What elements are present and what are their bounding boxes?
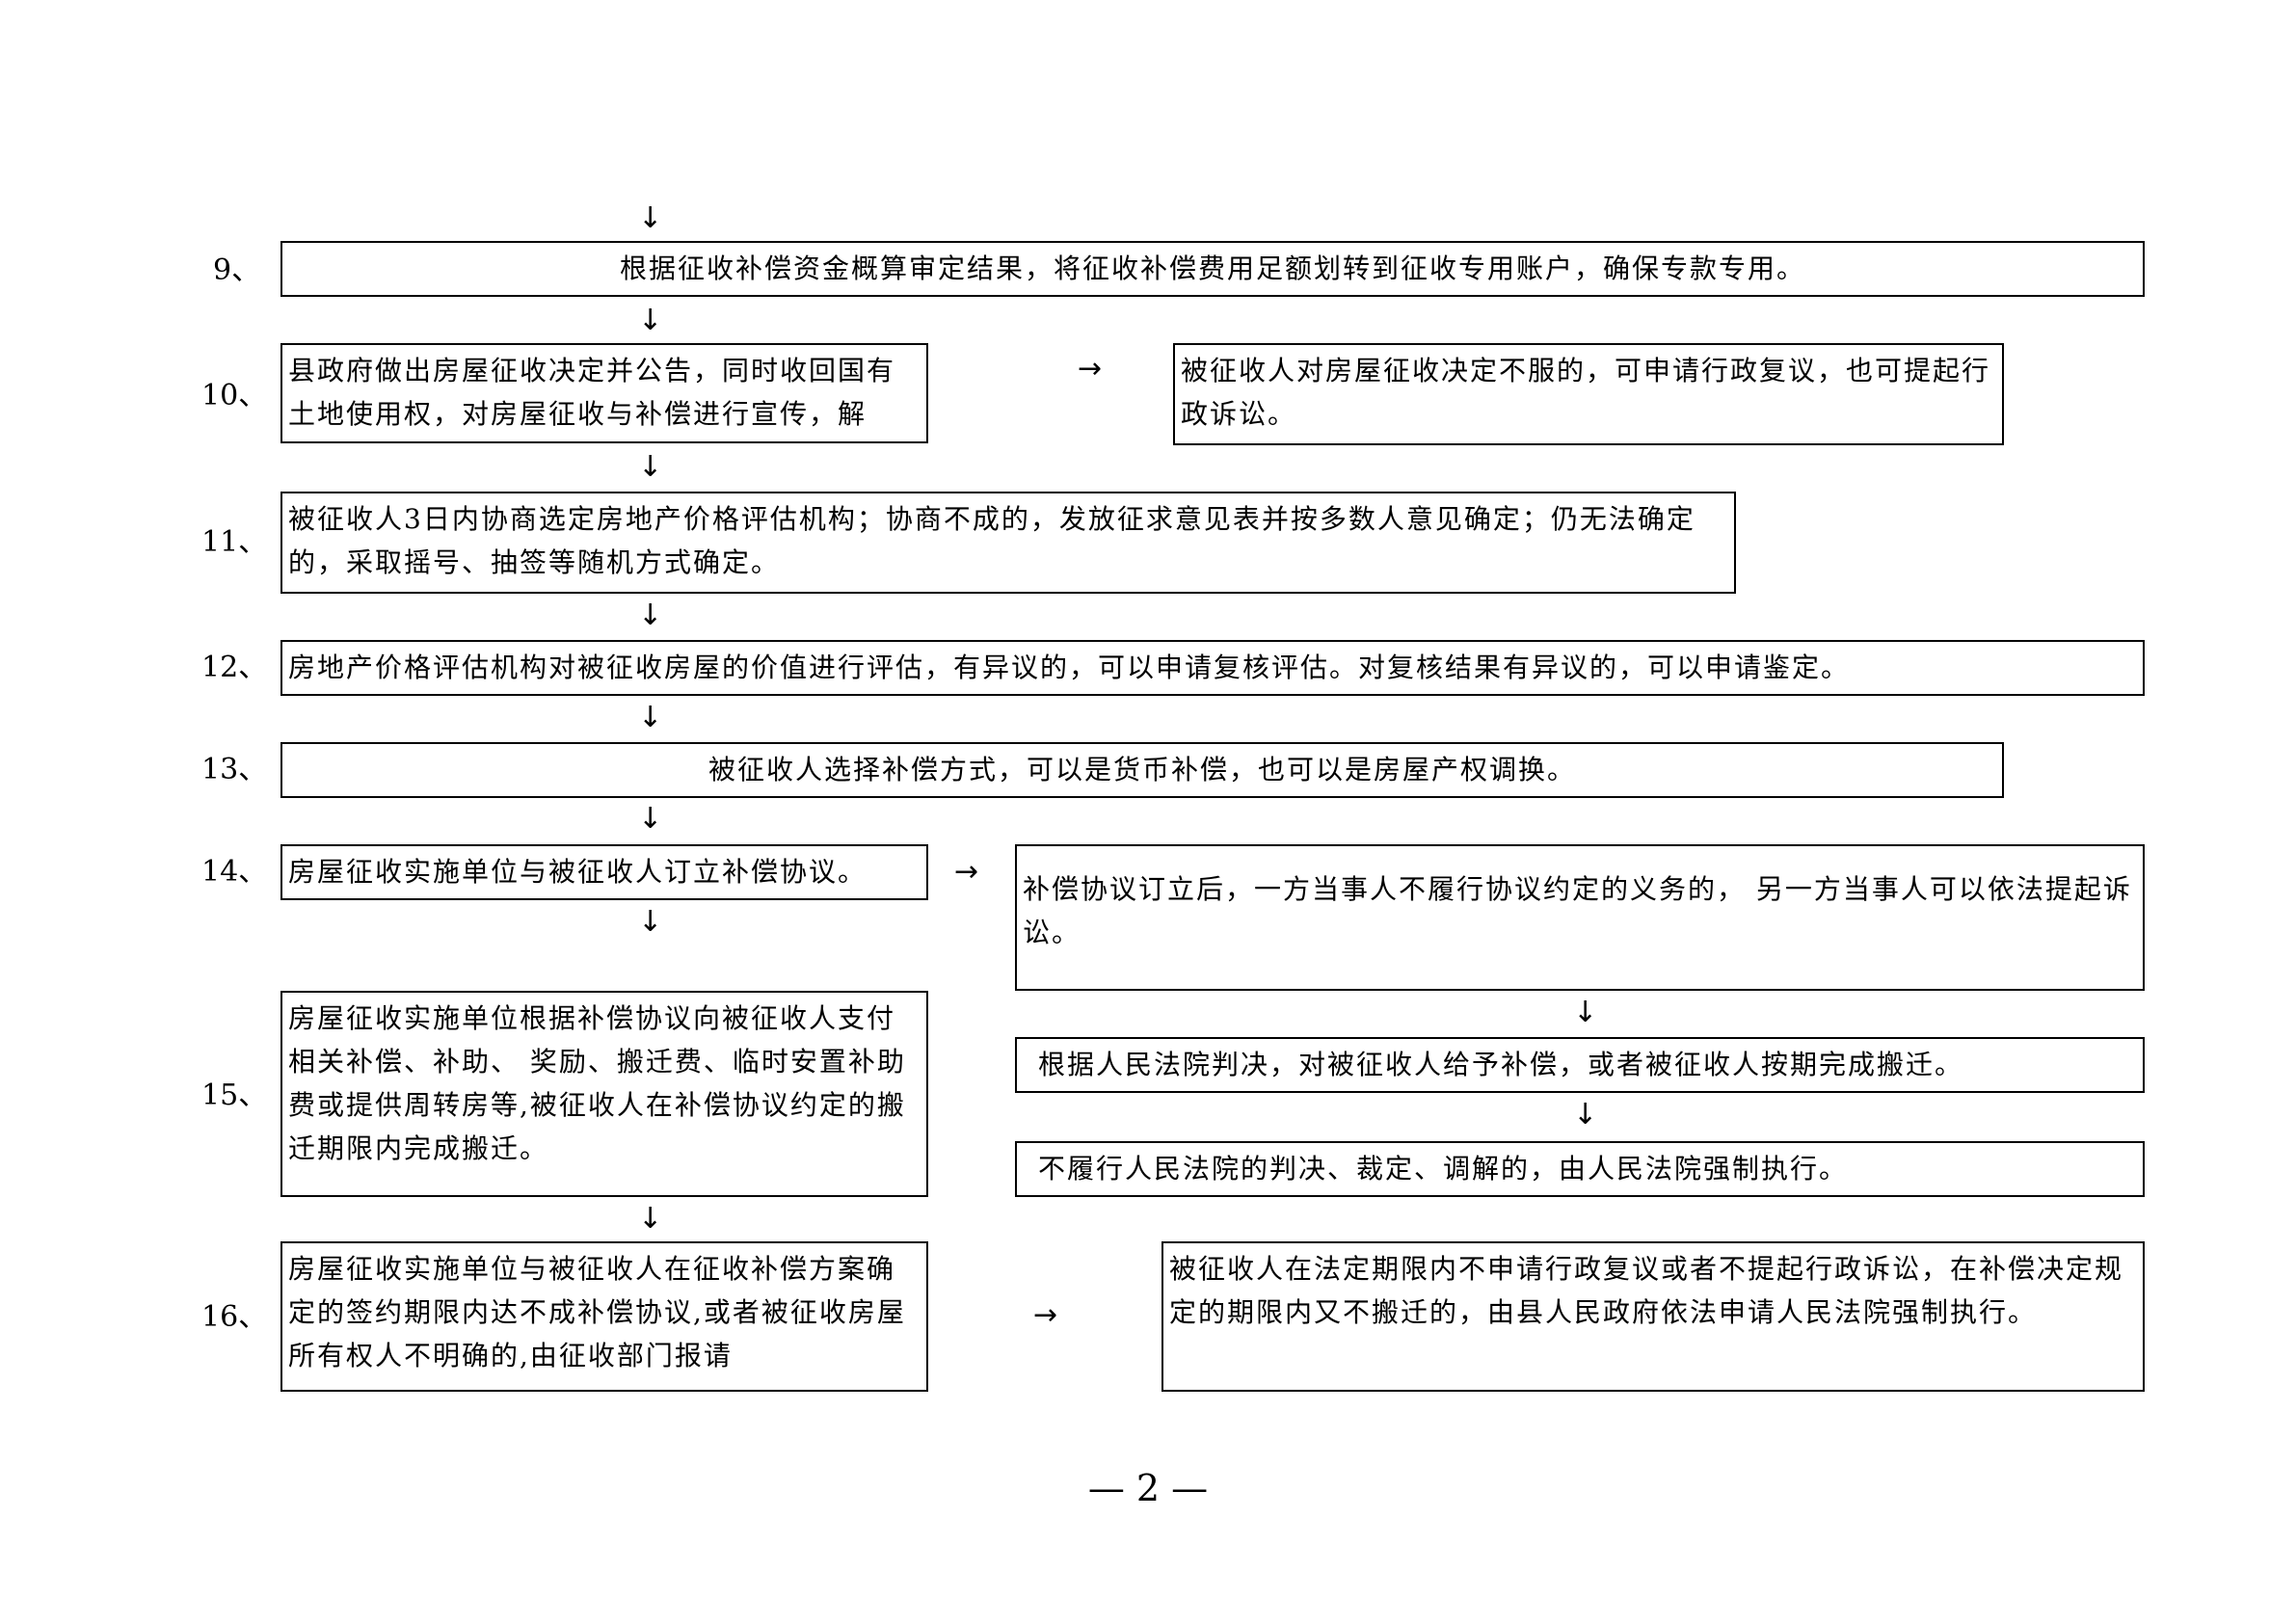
- step-number: 9、: [213, 253, 261, 287]
- step-number: 12、: [201, 651, 268, 684]
- down-arrow-icon: ↓: [638, 201, 663, 235]
- step-14-side-box: 补偿协议订立后，一方当事人不履行协议约定的义务的， 另一方当事人可以依法提起诉讼…: [1015, 844, 2145, 991]
- down-arrow-icon: ↓: [1573, 1098, 1598, 1131]
- step-number: 15、: [201, 1078, 268, 1112]
- step-13-box: 被征收人选择补偿方式，可以是货币补偿，也可以是房屋产权调换。: [280, 742, 2004, 798]
- step-10-box: 县政府做出房屋征收决定并公告，同时收回国有土地使用权，对房屋征收与补偿进行宣传，…: [280, 343, 928, 443]
- court-judgment-box: 根据人民法院判决，对被征收人给予补偿，或者被征收人按期完成搬迁。: [1015, 1037, 2145, 1093]
- down-arrow-icon: ↓: [638, 304, 663, 337]
- step-16-side-box: 被征收人在法定期限内不申请行政复议或者不提起行政诉讼，在补偿决定规定的期限内又不…: [1161, 1241, 2145, 1392]
- step-15-box: 房屋征收实施单位根据补偿协议向被征收人支付相关补偿、补助、 奖励、搬迁费、临时安…: [280, 991, 928, 1197]
- right-arrow-icon: →: [1078, 352, 1103, 386]
- down-arrow-icon: ↓: [638, 905, 663, 939]
- step-9-box: 根据征收补偿资金概算审定结果，将征收补偿费用足额划转到征收专用账户，确保专款专用…: [280, 241, 2145, 297]
- step-10-side-box: 被征收人对房屋征收决定不服的，可申请行政复议，也可提起行政诉讼。: [1173, 343, 2004, 445]
- down-arrow-icon: ↓: [638, 450, 663, 484]
- page-number: — 2 —: [1087, 1467, 1209, 1509]
- down-arrow-icon: ↓: [638, 1202, 663, 1236]
- down-arrow-icon: ↓: [638, 599, 663, 632]
- down-arrow-icon: ↓: [1573, 996, 1598, 1029]
- step-number: 11、: [201, 525, 268, 559]
- right-arrow-icon: →: [954, 855, 979, 889]
- step-16-box: 房屋征收实施单位与被征收人在征收补偿方案确定的签约期限内达不成补偿协议,或者被征…: [280, 1241, 928, 1392]
- right-arrow-icon: →: [1033, 1298, 1058, 1332]
- step-number: 14、: [201, 855, 268, 889]
- down-arrow-icon: ↓: [638, 701, 663, 734]
- down-arrow-icon: ↓: [638, 802, 663, 836]
- step-14-box: 房屋征收实施单位与被征收人订立补偿协议。: [280, 844, 928, 900]
- step-number: 16、: [201, 1300, 268, 1334]
- step-12-box: 房地产价格评估机构对被征收房屋的价值进行评估，有异议的，可以申请复核评估。对复核…: [280, 640, 2145, 696]
- step-number: 13、: [201, 753, 268, 786]
- court-enforce-box: 不履行人民法院的判决、裁定、调解的，由人民法院强制执行。: [1015, 1141, 2145, 1197]
- step-number: 10、: [201, 379, 268, 413]
- step-11-box: 被征收人3日内协商选定房地产价格评估机构；协商不成的，发放征求意见表并按多数人意…: [280, 492, 1736, 594]
